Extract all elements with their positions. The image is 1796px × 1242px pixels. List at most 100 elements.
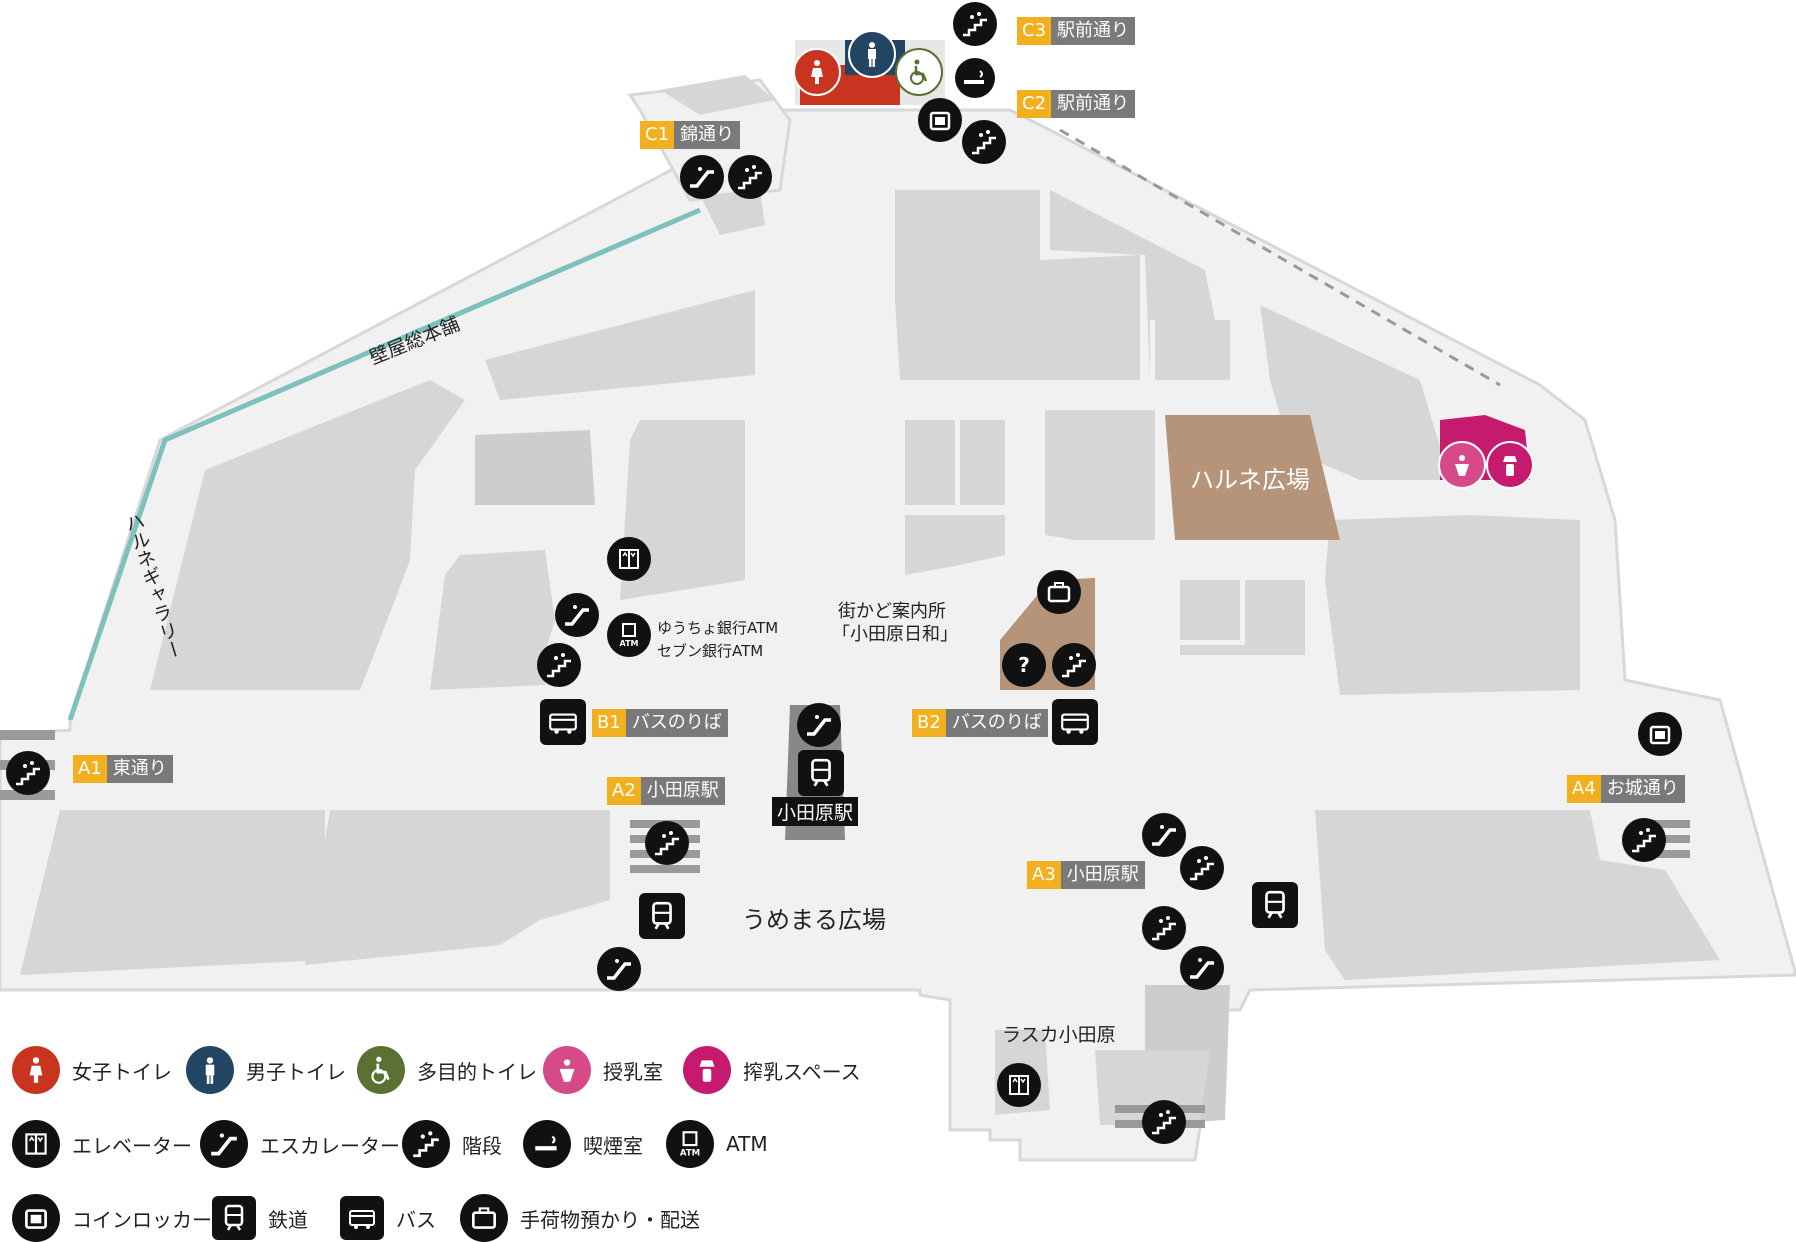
- exit-code: B2: [912, 709, 946, 737]
- harune-plaza-label: ハルネ広場: [1190, 466, 1310, 494]
- legend-label: バス: [396, 1207, 436, 1232]
- multipurpose-toilet-icon: [357, 1046, 405, 1094]
- svg-text:ATM: ATM: [620, 639, 639, 648]
- escalator-icon: [200, 1120, 248, 1168]
- legend-label: 搾乳スペース: [743, 1059, 861, 1084]
- legend-label: 鉄道: [268, 1207, 308, 1232]
- exit-label-b1: B1 バスのりば: [592, 709, 728, 737]
- escalator-icon[interactable]: [1180, 946, 1224, 990]
- exit-label-c2: C2 駅前通り: [1017, 90, 1136, 118]
- svg-text:?: ?: [1018, 653, 1030, 677]
- legend-item: 男子トイレ: [186, 1046, 346, 1094]
- stairs-icon: [402, 1120, 450, 1168]
- escalator-icon[interactable]: [1142, 813, 1186, 857]
- legend-label: コインロッカー: [72, 1207, 212, 1232]
- exit-code: C1: [640, 121, 675, 149]
- atm-icon: ATM: [666, 1120, 714, 1168]
- pumping-space-icon: [683, 1046, 731, 1094]
- gallery-line: [67, 207, 701, 721]
- elevator-icon[interactable]: [997, 1063, 1041, 1107]
- exit-code: A1: [73, 755, 107, 783]
- legend-item: 階段: [402, 1120, 502, 1168]
- legend-item: エレベーター: [12, 1120, 192, 1168]
- svg-text:ATM: ATM: [680, 1149, 700, 1159]
- female-toilet-icon[interactable]: [793, 48, 841, 96]
- legend-item: 女子トイレ: [12, 1046, 172, 1094]
- stairs-icon[interactable]: [1142, 906, 1186, 950]
- legend-item: 搾乳スペース: [683, 1046, 861, 1094]
- bus-icon[interactable]: [1052, 699, 1098, 745]
- escalator-icon[interactable]: [680, 155, 724, 199]
- male-toilet-icon[interactable]: [848, 30, 896, 78]
- info-center-label-1: 街かど案内所: [838, 601, 946, 622]
- legend-item: 喫煙室: [523, 1120, 643, 1168]
- exit-code: A3: [1027, 861, 1061, 889]
- harune-plaza: [1165, 415, 1340, 540]
- exit-name: 錦通り: [674, 121, 741, 149]
- stairs-icon[interactable]: [537, 643, 581, 687]
- exit-code: A2: [607, 777, 641, 805]
- exit-code: C3: [1017, 17, 1052, 45]
- legend-label: 授乳室: [603, 1059, 663, 1084]
- stairs-icon[interactable]: [962, 120, 1006, 164]
- legend-label: 女子トイレ: [72, 1059, 172, 1084]
- legend-item: コインロッカー: [12, 1194, 212, 1242]
- exit-label-c3: C3 駅前通り: [1017, 17, 1136, 45]
- male-toilet-icon: [186, 1046, 234, 1094]
- coin-locker-icon[interactable]: [1638, 712, 1682, 756]
- legend-label: 手荷物預かり・配送: [520, 1207, 700, 1232]
- coin-locker-icon[interactable]: [918, 98, 962, 142]
- female-toilet-icon: [12, 1046, 60, 1094]
- smoking-room-icon: [523, 1120, 571, 1168]
- stairs-icon[interactable]: [728, 155, 772, 199]
- lasca-label: ラスカ小田原: [1002, 1024, 1116, 1046]
- exit-name: 駅前通り: [1051, 17, 1136, 45]
- station-label: 小田原駅: [772, 797, 859, 826]
- pumping-space-icon[interactable]: [1486, 441, 1534, 489]
- stairs-icon[interactable]: [1052, 643, 1096, 687]
- stairs-icon[interactable]: [953, 2, 997, 46]
- legend-item: 手荷物預かり・配送: [460, 1194, 700, 1242]
- train-icon[interactable]: [639, 893, 685, 939]
- escalator-icon[interactable]: [555, 593, 599, 637]
- legend-item: ATM ATM: [666, 1120, 768, 1168]
- atm-icon[interactable]: ATM: [607, 613, 651, 657]
- legend-label: 喫煙室: [583, 1133, 643, 1158]
- stairs-icon[interactable]: [6, 751, 50, 795]
- smoking-room-icon[interactable]: [955, 58, 995, 98]
- atm-label-1: ゆうちょ銀行ATM: [657, 619, 779, 637]
- exit-name: バスのりば: [625, 709, 728, 737]
- exit-code: B1: [592, 709, 626, 737]
- train-icon[interactable]: [798, 750, 844, 796]
- exit-label-b2: B2 バスのりば: [912, 709, 1048, 737]
- bus-icon[interactable]: [540, 699, 586, 745]
- escalator-icon[interactable]: [597, 947, 641, 991]
- escalator-icon[interactable]: [797, 703, 841, 747]
- info-icon[interactable]: ?: [1002, 643, 1046, 687]
- exit-name: お城通り: [1600, 775, 1685, 803]
- info-center-label-2: 「小田原日和」: [832, 624, 958, 645]
- exit-code: A4: [1567, 775, 1601, 803]
- legend-item: 多目的トイレ: [357, 1046, 537, 1094]
- luggage-icon[interactable]: [1037, 570, 1081, 614]
- exit-name: 駅前通り: [1051, 90, 1136, 118]
- exit-name: 東通り: [106, 755, 173, 783]
- coin-locker-icon: [12, 1194, 60, 1242]
- elevator-icon[interactable]: [607, 537, 651, 581]
- legend-label: ATM: [726, 1132, 768, 1156]
- legend-item: 鉄道: [212, 1196, 308, 1240]
- legend-item: バス: [340, 1196, 436, 1240]
- multipurpose-toilet-icon[interactable]: [895, 48, 943, 96]
- exit-label-a1: A1 東通り: [73, 755, 173, 783]
- stairs-icon[interactable]: [1622, 818, 1666, 862]
- stairs-icon[interactable]: [1180, 846, 1224, 890]
- stairs-icon[interactable]: [1142, 1100, 1186, 1144]
- nursing-room-icon[interactable]: [1438, 441, 1486, 489]
- legend-label: 男子トイレ: [246, 1059, 346, 1084]
- exit-name: 小田原駅: [640, 777, 725, 805]
- train-icon[interactable]: [1252, 882, 1298, 928]
- elevator-icon: [12, 1120, 60, 1168]
- stairs-icon[interactable]: [645, 821, 689, 865]
- legend-item: 授乳室: [543, 1046, 663, 1094]
- atm-label-2: セブン銀行ATM: [657, 642, 764, 660]
